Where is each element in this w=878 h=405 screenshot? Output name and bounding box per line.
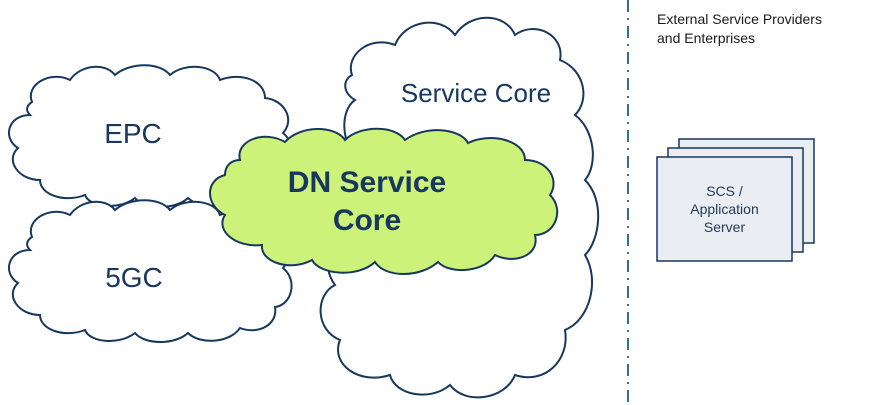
external-providers-line2: and Enterprises [657,30,756,46]
external-providers-label: External Service Providers and Enterpris… [657,10,872,48]
dn-service-core-label-line2: Core [333,204,401,237]
server-label-line2: Application [690,201,759,217]
server-label-line3: Server [703,219,746,235]
server-stack-front [656,156,793,262]
dn-service-core-cloud [209,127,559,275]
epc-label: EPC [104,118,162,149]
5gc-cloud [8,199,293,343]
dn-service-core-label-line1: DN Service [288,166,446,199]
service-core-label: Service Core [401,78,551,108]
scs-application-server-label: SCS / Application Server [657,157,792,261]
server-label-line1: SCS / [706,183,743,199]
5gc-label: 5GC [105,262,163,293]
external-providers-line1: External Service Providers [657,11,822,27]
